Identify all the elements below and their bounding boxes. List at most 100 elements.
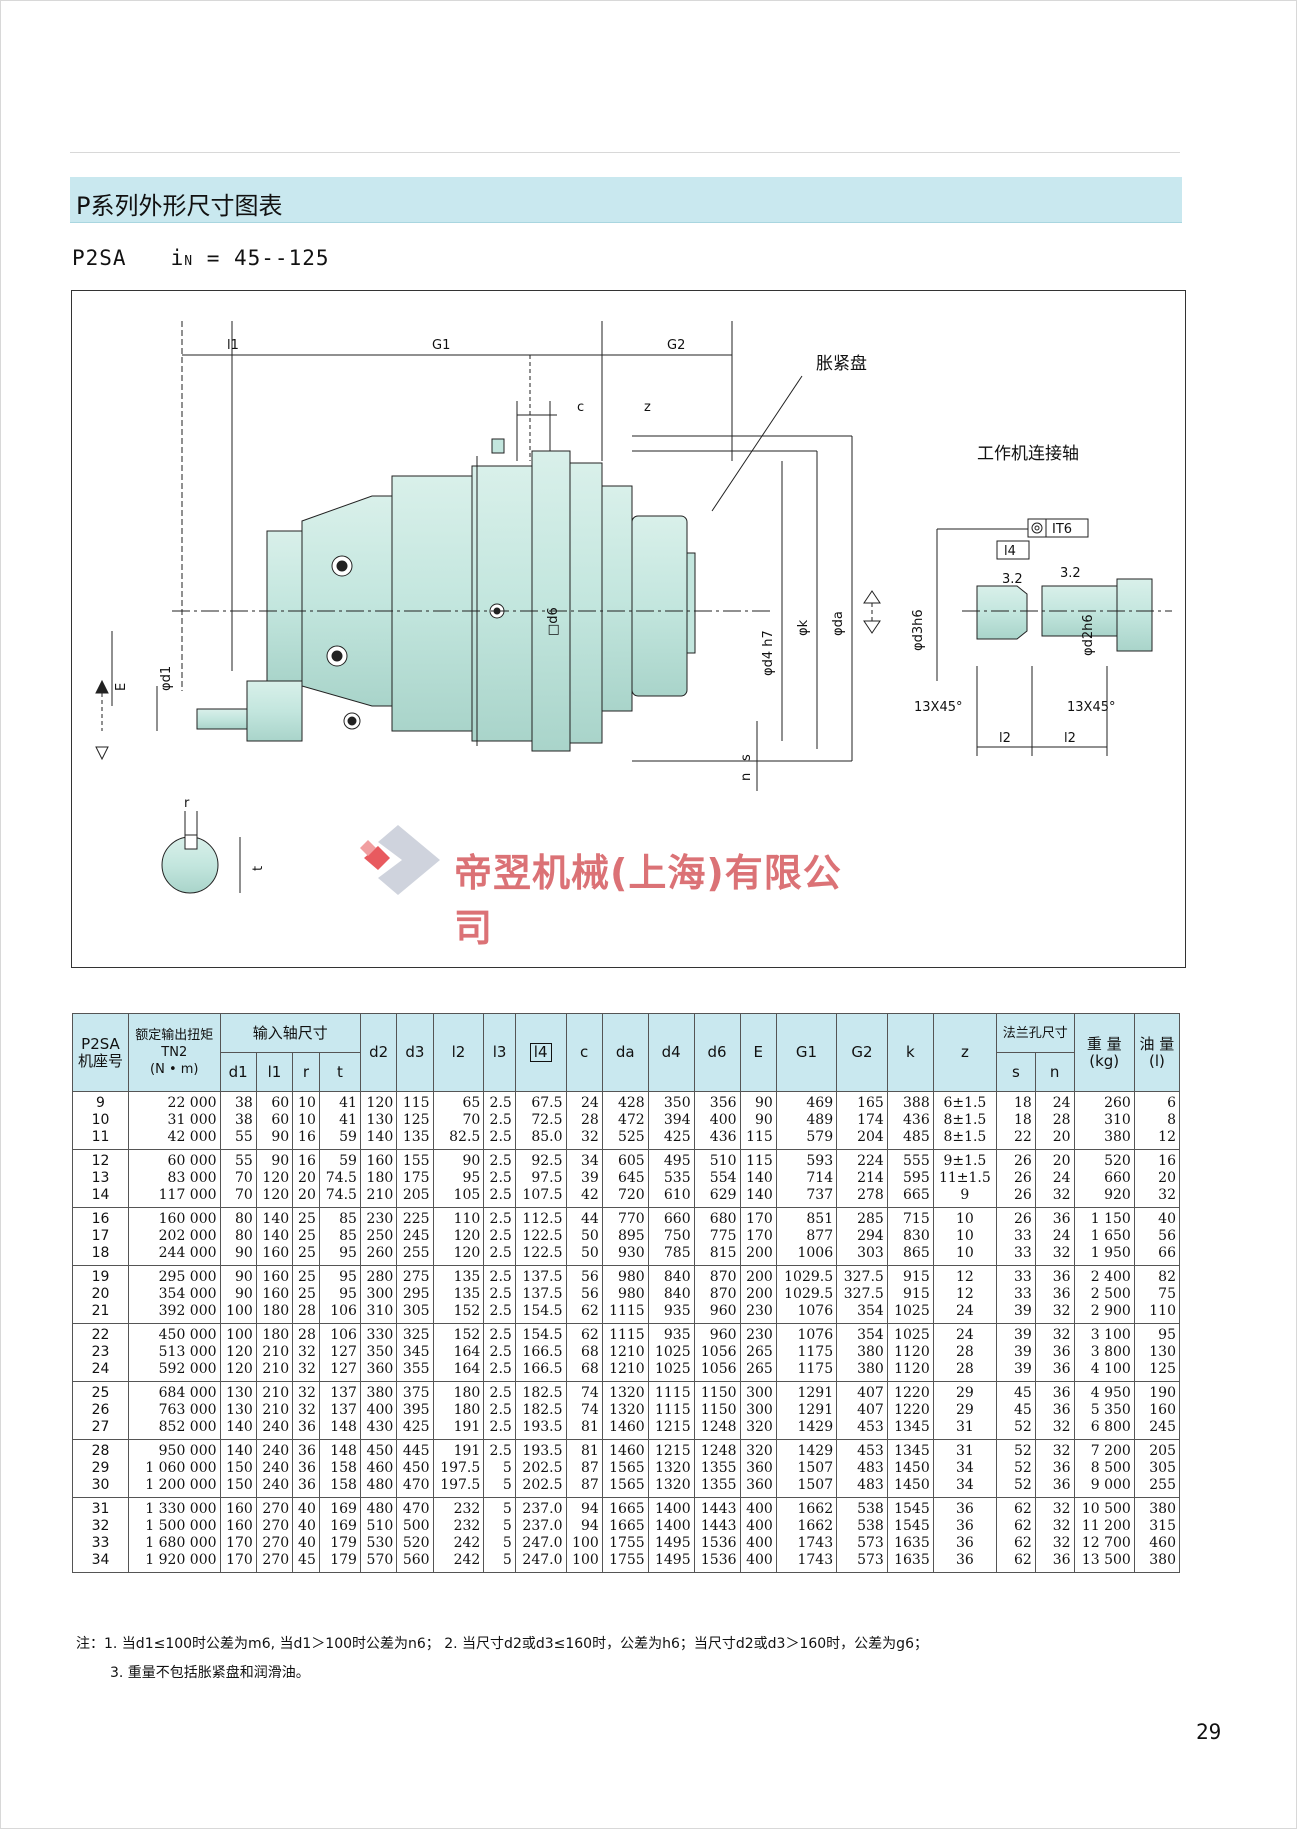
cell-value: 94 xyxy=(580,1501,599,1517)
cell-value: 278 xyxy=(857,1187,884,1203)
cell-value: 16 xyxy=(1158,1153,1176,1169)
cell-value: 265 xyxy=(746,1344,773,1360)
cell-value: 170 xyxy=(746,1228,773,1244)
cell-value: 25 xyxy=(298,1211,316,1227)
cell-value: 20 xyxy=(298,1170,316,1186)
cell-value: 593 xyxy=(806,1153,834,1169)
col-l4-label: l4 xyxy=(529,1043,552,1062)
dim-label-n: n xyxy=(739,773,754,781)
cell-value: 230 xyxy=(746,1327,773,1343)
cell-value: 36 xyxy=(1052,1344,1071,1360)
cell-value: 1 680 000 xyxy=(145,1535,217,1551)
cell-value: 8 xyxy=(1167,1112,1176,1128)
cell-value: 34 xyxy=(91,1552,110,1568)
cell-value: 237.0 xyxy=(522,1501,563,1517)
cell-value: 392 000 xyxy=(158,1303,217,1319)
cell-value: 148 xyxy=(330,1443,357,1459)
cell-value: 60 xyxy=(271,1112,290,1128)
cell-value: 18 xyxy=(1013,1095,1032,1111)
cell-value: 763 000 xyxy=(158,1402,217,1418)
cell-value: 36 xyxy=(298,1419,316,1435)
cell-value: 44 xyxy=(580,1211,599,1227)
cell-value: 24 xyxy=(580,1095,599,1111)
cell-value: 158 xyxy=(330,1477,357,1493)
cell-value: 1120 xyxy=(894,1361,930,1377)
cell-value: 160 xyxy=(262,1269,290,1285)
cell-value: 1495 xyxy=(654,1552,691,1568)
cell-value: 137 xyxy=(330,1402,357,1418)
cell-value: 345 xyxy=(402,1344,430,1360)
cell-value: 10 500 xyxy=(1081,1501,1131,1517)
cell-value: 197.5 xyxy=(440,1460,481,1476)
cell-value: 2.5 xyxy=(489,1269,512,1285)
cell-value: 31 xyxy=(91,1501,110,1517)
cell-value: 538 xyxy=(857,1501,884,1517)
cell-value: 90 xyxy=(235,1286,253,1302)
driven-shaft-label: 工作机连接轴 xyxy=(977,444,1079,464)
ratio-range: = 45--125 xyxy=(206,246,330,270)
cell-value: 400 xyxy=(746,1535,773,1551)
cell-value: 247.0 xyxy=(522,1535,563,1551)
cell-value: 59 xyxy=(339,1153,357,1169)
cell-value: 715 xyxy=(903,1211,930,1227)
cell-value: 295 xyxy=(402,1286,430,1302)
cell-value: 720 xyxy=(617,1187,645,1203)
cell-value: 665 xyxy=(903,1187,930,1203)
cell-value: 360 xyxy=(746,1460,773,1476)
roughness-2: 3.2 xyxy=(1060,566,1081,581)
cell-value: 36 xyxy=(1052,1286,1071,1302)
cell-value: 380 xyxy=(1149,1501,1176,1517)
ratio-symbol: i xyxy=(170,246,185,270)
col-d1: d1 xyxy=(219,1052,257,1092)
cell-value: 1056 xyxy=(700,1361,737,1377)
cell-value: 127 xyxy=(330,1344,357,1360)
cell-value: 840 xyxy=(663,1286,691,1302)
cell-value: 245 xyxy=(1149,1419,1176,1435)
cell-value: 130 xyxy=(226,1385,253,1401)
cell-value: 2.5 xyxy=(489,1187,512,1203)
cell-value: 355 xyxy=(402,1361,430,1377)
note-line-1: 注：1. 当d1≤100时公差为m6, 当d1＞100时公差为n6； 2. 当尺… xyxy=(76,1636,928,1652)
dim-label-d3: φd3h6 xyxy=(911,609,926,651)
cell-value: 450 xyxy=(366,1443,394,1459)
cell-value: 1029.5 xyxy=(784,1269,834,1285)
cell-value: 90 xyxy=(235,1269,253,1285)
cell-value: 28 xyxy=(298,1327,316,1343)
cell-value: 94 xyxy=(580,1518,599,1534)
cell-value: 28 xyxy=(955,1361,974,1377)
cell-value: 1450 xyxy=(894,1460,930,1476)
cell-value: 36 xyxy=(1052,1385,1071,1401)
cell-value: 1210 xyxy=(609,1344,645,1360)
cell-value: 32 xyxy=(1052,1245,1071,1261)
cell-value: 42 000 xyxy=(167,1129,217,1145)
cell-value: 645 xyxy=(617,1170,645,1186)
cell-value: 1635 xyxy=(894,1535,930,1551)
cell-value: 36 xyxy=(1052,1552,1071,1568)
shrink-disc-label: 胀紧盘 xyxy=(816,354,867,374)
cell-value: 28 xyxy=(1052,1112,1071,1128)
cell-value: 830 xyxy=(903,1228,930,1244)
cell-value: 36 xyxy=(1052,1477,1071,1493)
